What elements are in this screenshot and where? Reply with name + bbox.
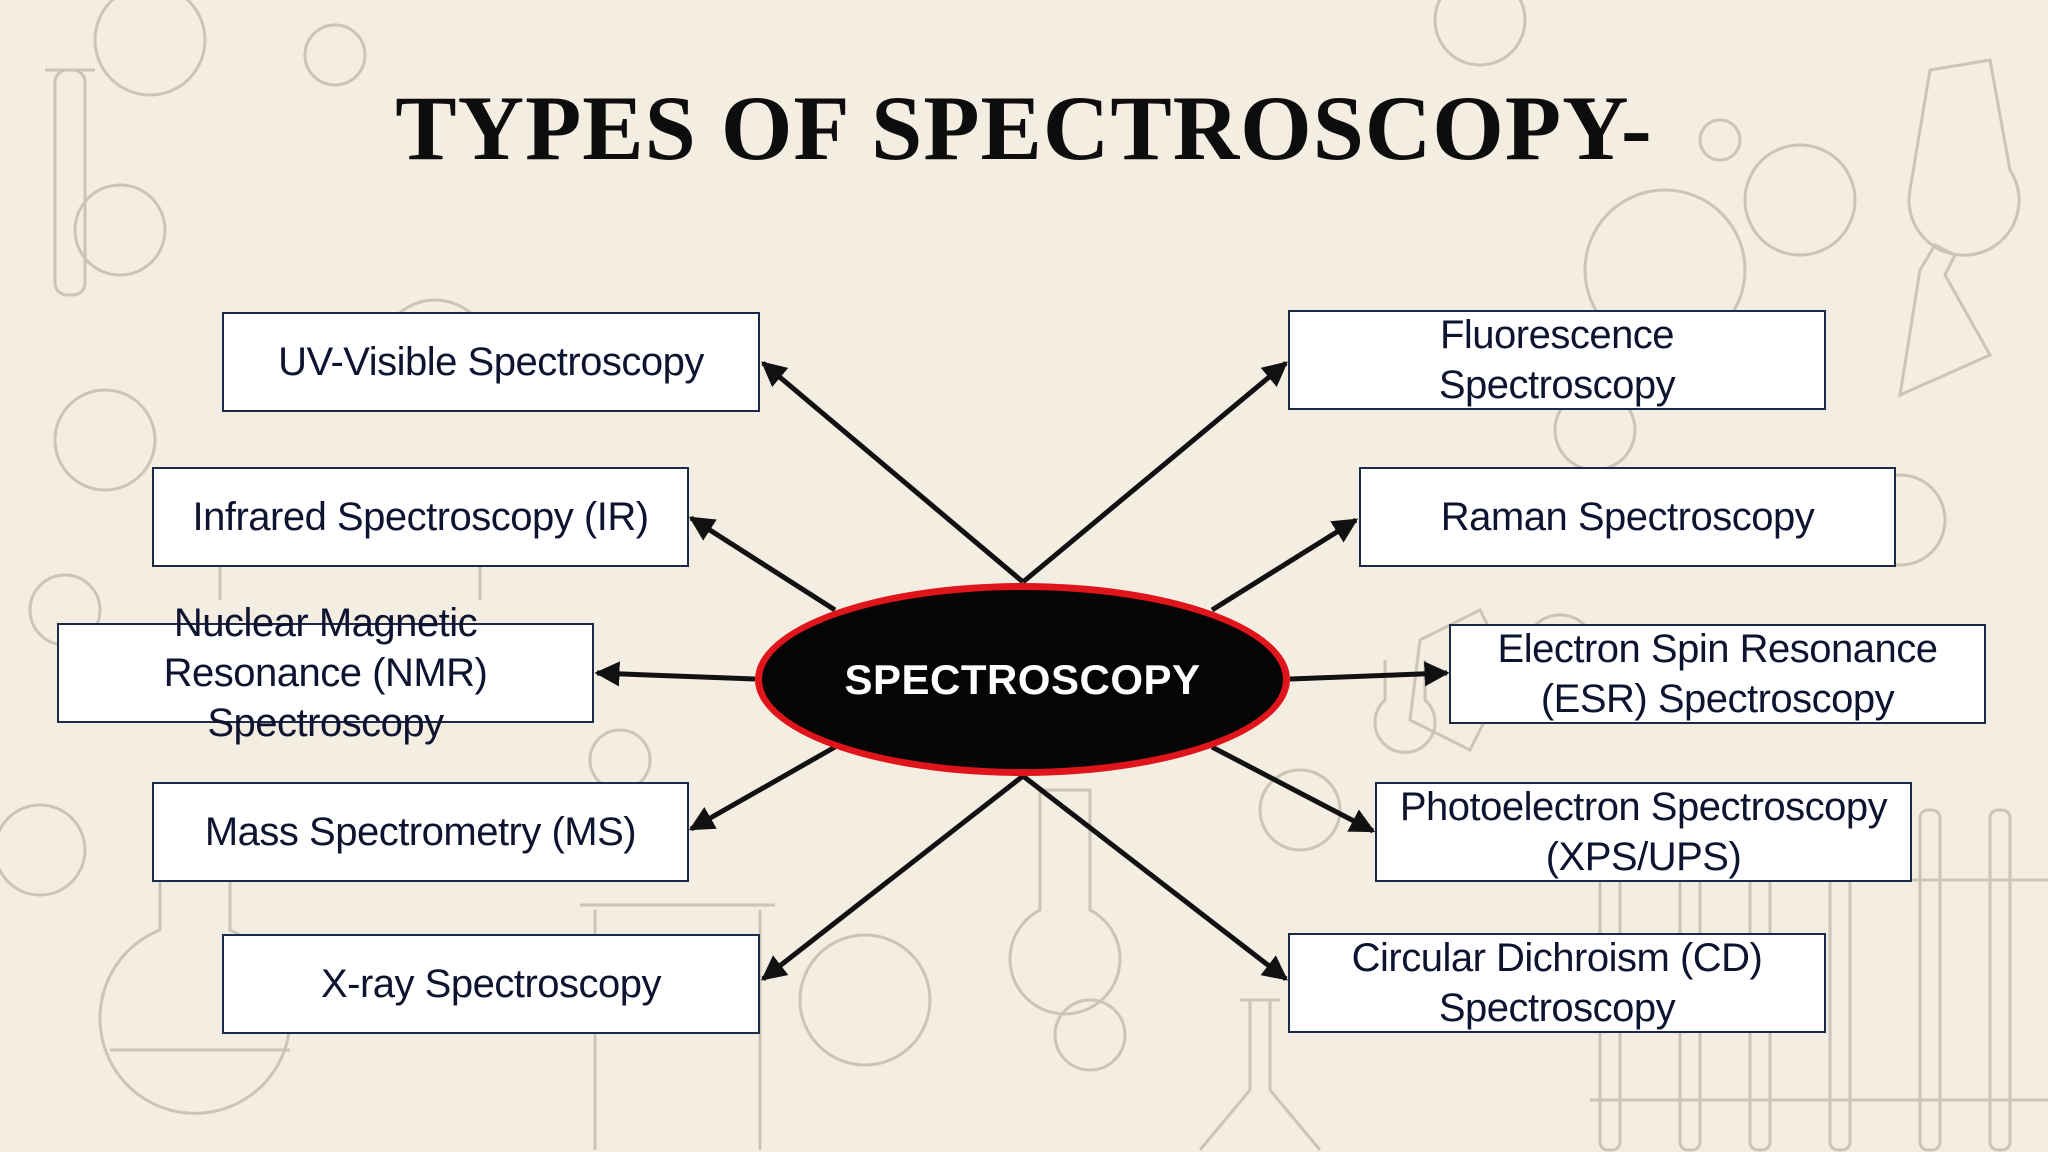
arrow-esr xyxy=(1289,661,1450,687)
node-label: Mass Spectrometry (MS) xyxy=(204,810,637,854)
node-fluorescence: Fluorescence Spectroscopy xyxy=(1288,310,1826,410)
node-infrared: Infrared Spectroscopy (IR) xyxy=(152,467,689,567)
node-label: UV-Visible Spectroscopy xyxy=(278,340,704,384)
node-nmr: Nuclear Magnetic Resonance (NMR) Spectro… xyxy=(57,601,594,745)
arrow-nmr xyxy=(594,661,756,687)
arrow-xray xyxy=(761,774,1025,981)
node-label: Nuclear Magnetic Resonance (NMR) Spectro… xyxy=(163,601,488,745)
node-photoelectron: Photoelectron Spectroscopy (XPS/UPS) xyxy=(1375,782,1912,882)
node-label: Fluorescence Spectroscopy xyxy=(1438,313,1676,407)
node-label: Raman Spectroscopy xyxy=(1440,495,1815,539)
node-label: Circular Dichroism (CD) Spectroscopy xyxy=(1351,936,1763,1030)
arrow-cd xyxy=(1021,774,1288,981)
central-hub: SPECTROSCOPY xyxy=(755,583,1290,776)
arrow-infrared xyxy=(688,515,837,613)
node-label: Infrared Spectroscopy (IR) xyxy=(192,495,649,539)
node-raman: Raman Spectroscopy xyxy=(1359,467,1896,567)
node-xray: X-ray Spectroscopy xyxy=(222,934,760,1034)
page-title: TYPES OF SPECTROSCOPY- xyxy=(395,77,1653,179)
node-label: X-ray Spectroscopy xyxy=(320,962,662,1006)
arrow-uv-visible xyxy=(761,361,1025,584)
node-mass-spectrometry: Mass Spectrometry (MS) xyxy=(152,782,689,882)
arrow-mass xyxy=(688,744,837,832)
node-label: Electron Spin Resonance (ESR) Spectrosco… xyxy=(1497,627,1938,721)
arrow-fluorescence xyxy=(1021,361,1288,584)
node-esr: Electron Spin Resonance (ESR) Spectrosco… xyxy=(1449,624,1986,724)
node-circular-dichroism: Circular Dichroism (CD) Spectroscopy xyxy=(1288,933,1826,1033)
node-label: Photoelectron Spectroscopy (XPS/UPS) xyxy=(1399,785,1888,879)
hub-label: SPECTROSCOPY xyxy=(844,655,1201,703)
arrow-photoelectron xyxy=(1210,744,1376,834)
node-uv-visible: UV-Visible Spectroscopy xyxy=(222,312,760,412)
arrow-raman xyxy=(1210,517,1359,613)
